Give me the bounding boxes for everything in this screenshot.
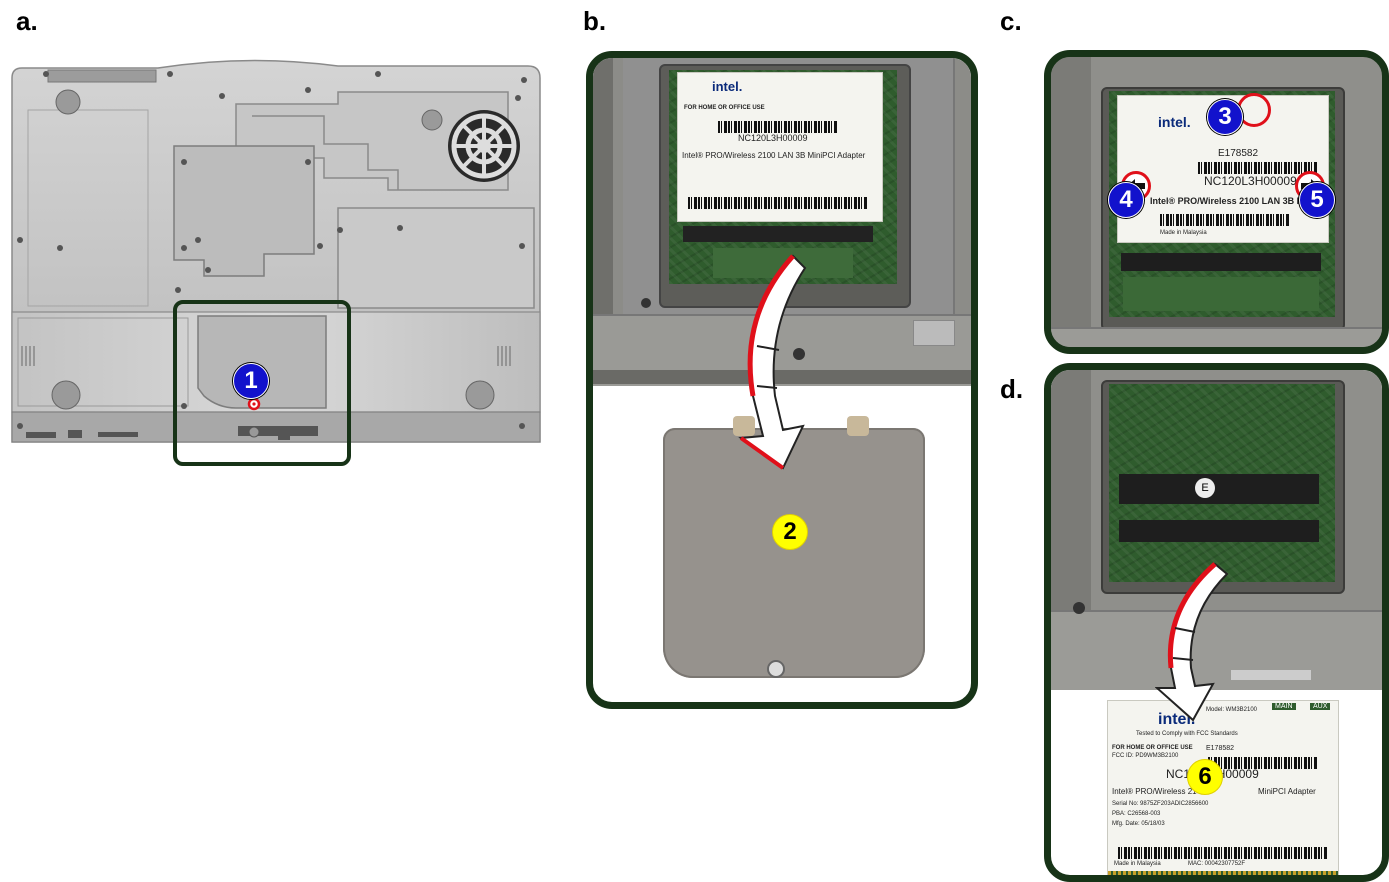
wireless-card-label-b: intel. FOR HOME OR OFFICE USE NC120L3H00… bbox=[677, 72, 883, 222]
laptop-bottom-illustration bbox=[11, 59, 541, 443]
panel-label-d: d. bbox=[1000, 374, 1024, 404]
main-label: MAIN bbox=[1272, 703, 1296, 710]
panel-label-a: a. bbox=[16, 6, 38, 36]
intel-logo: intel. bbox=[712, 79, 743, 94]
step-badge-1: 1 bbox=[233, 363, 269, 399]
empty-bay-photo: E bbox=[1051, 370, 1382, 690]
step-badge-6: 6 bbox=[1187, 759, 1223, 795]
panel-label-b: b. bbox=[583, 6, 607, 36]
intel-logo-c: intel. bbox=[1158, 114, 1191, 130]
ul-number-text-d: E178582 bbox=[1206, 745, 1235, 752]
step-badge-3: 3 bbox=[1207, 99, 1243, 135]
panel-label-c: c. bbox=[1000, 6, 1022, 36]
tested-text: Tested to Comply with FCC Standards bbox=[1136, 731, 1238, 737]
wireless-cover-highlight bbox=[173, 300, 351, 466]
pba-text: PBA: C26568-003 bbox=[1112, 811, 1161, 817]
wireless-cover-plate bbox=[663, 416, 925, 678]
panel-b-frame: intel. FOR HOME OR OFFICE USE NC120L3H00… bbox=[586, 51, 978, 709]
laptop-bottom-view bbox=[8, 50, 548, 462]
home-office-text-d: FOR HOME OR OFFICE USE bbox=[1112, 745, 1193, 751]
model-text: Model: WM3B2100 bbox=[1206, 707, 1258, 713]
step-badge-2: 2 bbox=[772, 514, 808, 550]
curved-down-arrow-icon-d bbox=[1155, 562, 1229, 722]
product-name-text-c: Intel® PRO/Wireless 2100 LAN 3B MiniPCI … bbox=[1150, 196, 1328, 206]
panel-d-frame: E intel. Model: WM3B2100 MAIN AUX Tested… bbox=[1044, 363, 1389, 882]
serial-text: Serial No: 9875ZF203ADIC2856600 bbox=[1112, 801, 1209, 807]
curved-down-arrow-icon bbox=[738, 254, 807, 470]
intel-logo-d: intel. bbox=[1158, 711, 1196, 728]
product-name-text: Intel® PRO/Wireless 2100 LAN 3B MiniPCI … bbox=[682, 151, 866, 160]
step-badge-4: 4 bbox=[1108, 182, 1144, 218]
aux-label: AUX bbox=[1310, 703, 1331, 710]
home-office-text: FOR HOME OR OFFICE USE bbox=[684, 105, 765, 111]
product-name-text-d: Intel® PRO/Wireless 21 bbox=[1112, 787, 1197, 796]
mfg-date-text: Mfg. Date: 05/18/03 bbox=[1112, 821, 1165, 827]
ul-number-text: E178582 bbox=[1218, 148, 1259, 159]
product-tail-text-d: MiniPCI Adapter bbox=[1258, 787, 1316, 796]
made-in-text-d: Made in Malaysia bbox=[1114, 861, 1161, 867]
made-in-text: Made in Malaysia bbox=[1160, 230, 1207, 236]
step-badge-5: 5 bbox=[1299, 182, 1335, 218]
mac-text: MAC: 00042307752F bbox=[1188, 861, 1246, 867]
panel-c-frame: intel. E178582 NC120L3H00009 Intel® PRO/… bbox=[1044, 50, 1389, 354]
id-code-text-c: NC120L3H00009 bbox=[1204, 174, 1297, 188]
fcc-id-text: FCC ID: PD9WM3B2100 bbox=[1112, 753, 1179, 759]
id-code-text: NC120L3H00009 bbox=[738, 133, 808, 143]
